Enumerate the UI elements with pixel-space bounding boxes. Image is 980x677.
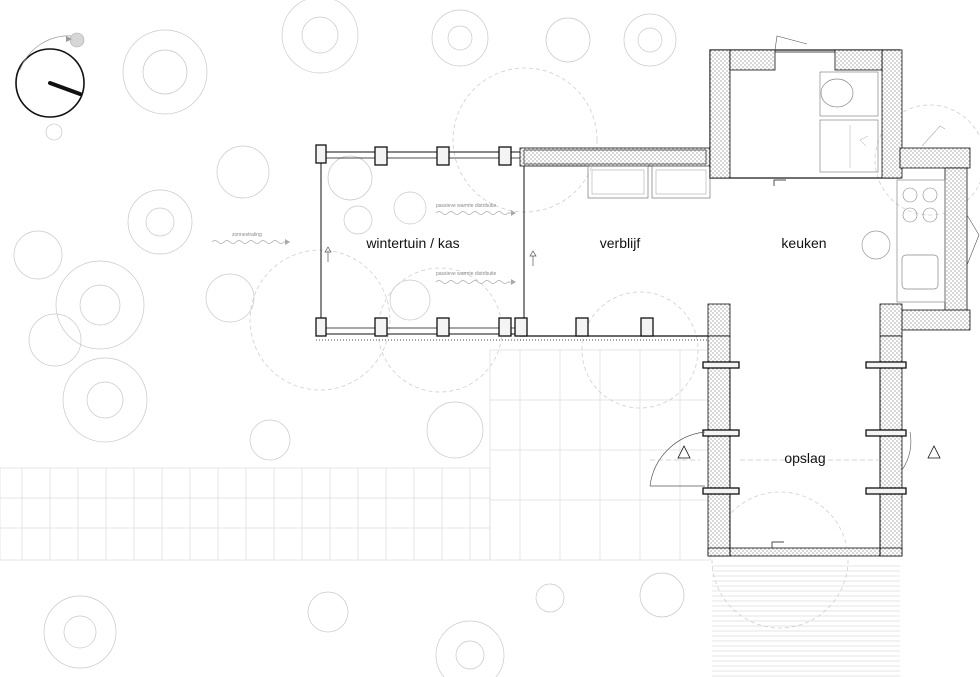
sun-radiation-arrow: zonnestraling [211, 232, 290, 245]
tree-icon [389, 279, 431, 321]
tree-icon [545, 17, 591, 63]
tree-icon [28, 313, 82, 367]
tree-icon-group [13, 0, 685, 677]
room-label-opslag: opslag [784, 450, 825, 466]
tree-icon [327, 155, 373, 201]
tree-icon [431, 9, 489, 67]
tree-icon [639, 572, 685, 618]
passive-heat-note-bottom: passieve warmte distributie [436, 271, 497, 277]
tree-icon [307, 591, 349, 633]
section-marker-icon [927, 445, 941, 459]
door-swing-icon [649, 431, 706, 487]
tree-icon [216, 145, 270, 199]
section-marker-icon [529, 250, 537, 266]
tree-icon [62, 357, 148, 443]
tree-icon [623, 13, 677, 67]
room-label-verblijf: verblijf [600, 235, 641, 251]
tree-icon [435, 620, 505, 677]
passive-heat-note-top: passieve warmte distributie [436, 203, 497, 209]
sun-path-compass-icon [15, 32, 85, 141]
house-walls [514, 35, 980, 557]
section-marker-icon [773, 179, 786, 186]
section-marker-icon [324, 246, 332, 262]
tree-icon [535, 583, 565, 613]
room-label-keuken: keuken [781, 235, 826, 251]
tree-icon [426, 401, 484, 459]
section-marker-icon [677, 445, 691, 459]
sun-note: zonnestraling [232, 232, 262, 238]
tree-icon [343, 205, 373, 235]
paving [0, 349, 900, 677]
tree-icon [205, 273, 255, 323]
tree-icon [127, 189, 193, 255]
section-marker-icon [771, 541, 784, 548]
tree-icon [13, 230, 63, 280]
wintertuin-greenhouse: passieve warmte distributie passieve war… [315, 144, 537, 341]
tree-icon [249, 419, 291, 461]
tree-icon [393, 191, 427, 225]
room-label-wintertuin: wintertuin / kas [365, 235, 459, 251]
tree-icon [122, 29, 208, 115]
tree-icon [55, 260, 145, 350]
tree-icon [281, 0, 359, 74]
tree-icon [43, 595, 117, 669]
